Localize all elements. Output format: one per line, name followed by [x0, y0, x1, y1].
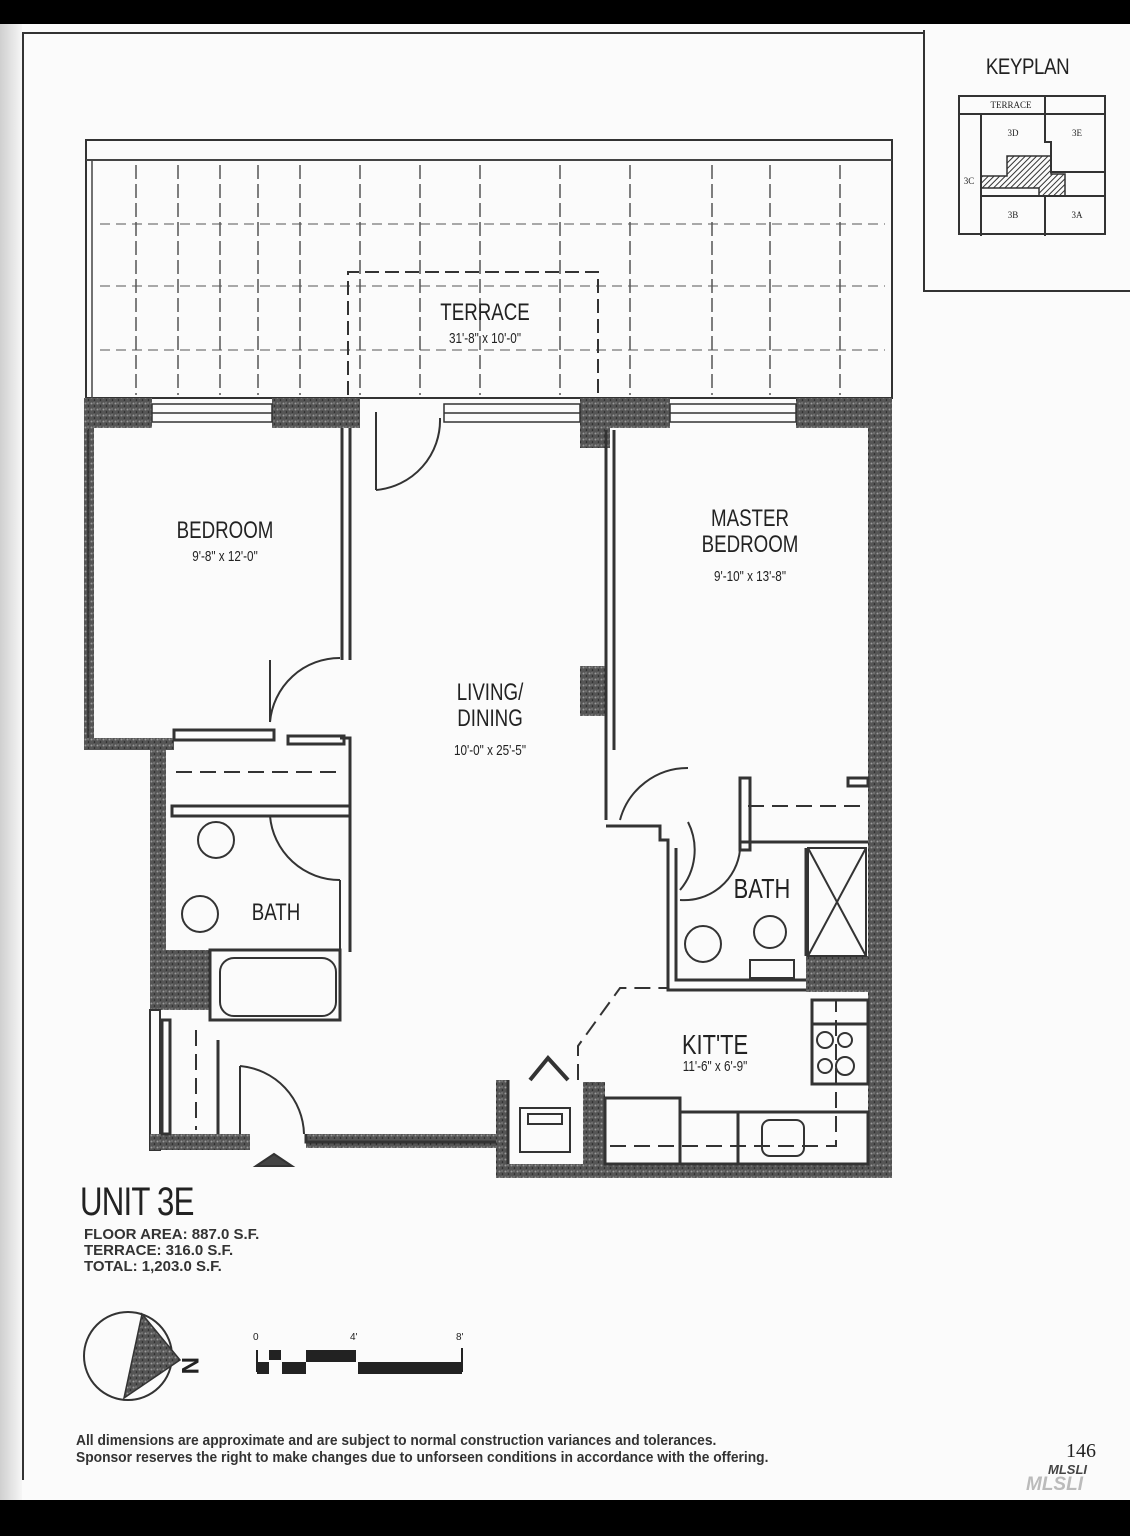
page-frame — [22, 32, 1130, 1480]
kitchen-sink-icon — [761, 1119, 805, 1157]
compass-label: N — [176, 1357, 203, 1374]
interior-walls — [160, 428, 870, 1166]
scale-tick-8: 8' — [456, 1332, 464, 1343]
room-dimensions: 9'-8" x 12'-0" — [192, 548, 258, 565]
keyplan-3b-label: 3B — [1008, 210, 1019, 220]
room-name: TERRACE — [440, 299, 530, 326]
room-dimensions: 31'-8" x 10'-0" — [449, 330, 521, 347]
room-name-line2: DINING — [457, 705, 523, 732]
terrace-label: TERRACE 31'-8" x 10'-0" — [419, 300, 552, 348]
keyplan-box: KEYPLAN TERRACE 3D 3E 3C 3B 3A — [923, 30, 1130, 292]
doors — [239, 412, 741, 1135]
terrace-area-value: TERRACE: 316.0 S.F. — [84, 1242, 234, 1259]
watermark-large: MLSLI — [1026, 1474, 1083, 1495]
master-bedroom-label: MASTER BEDROOM 9'-10" x 13'-8" — [688, 506, 813, 586]
toilet-icon — [197, 821, 235, 859]
washer-icon — [519, 1107, 571, 1153]
bottom-black-bar — [0, 1500, 1130, 1536]
room-dimensions: 11'-6" x 6'-9" — [682, 1058, 748, 1075]
disclaimer-line-2: Sponsor reserves the right to make chang… — [76, 1449, 769, 1466]
floor-area: FLOOR AREA: 887.0 S.F. — [84, 1226, 260, 1243]
scale-tick-0: 0 — [253, 1332, 259, 1343]
living-dining-label: LIVING/ DINING 10'-0" x 25'-5" — [428, 680, 553, 760]
page-number: 146 — [1066, 1440, 1096, 1462]
dashed-lines — [176, 771, 866, 1147]
keyplan-terrace-label: TERRACE — [990, 100, 1032, 110]
top-black-bar — [0, 0, 1130, 24]
fixtures — [181, 821, 867, 1167]
room-name: KIT'TE — [681, 1029, 749, 1060]
keyplan-3c-label: 3C — [964, 176, 975, 186]
scale-bar — [256, 1348, 463, 1374]
keyplan-title: KEYPLAN — [985, 54, 1070, 79]
room-dimensions: 10'-0" x 25'-5" — [454, 742, 526, 759]
keyplan-3a-label: 3A — [1072, 210, 1084, 220]
shower-icon — [807, 847, 867, 957]
stove-burner-icon — [816, 1031, 834, 1049]
windows — [87, 403, 797, 738]
unit-title: UNIT 3E — [80, 1180, 194, 1224]
room-name: BATH — [733, 873, 791, 904]
disclaimer: All dimensions are approximate and are s… — [76, 1432, 768, 1466]
disclaimer-line-1: All dimensions are approximate and are s… — [76, 1432, 717, 1449]
bath-right-label: BATH — [731, 873, 793, 904]
watermark-small: MLSLI — [1048, 1462, 1087, 1477]
exterior-walls — [84, 398, 892, 1178]
keyplan-diagram: TERRACE 3D 3E 3C 3B 3A — [958, 95, 1106, 236]
room-name-line1: LIVING/ — [456, 679, 524, 706]
north-compass-icon: N — [83, 1311, 203, 1401]
room-name: BATH — [251, 899, 301, 926]
bedroom-label: BEDROOM 9'-8" x 12'-0" — [167, 518, 284, 566]
terrace-area — [85, 139, 893, 399]
keyplan-3e-label: 3E — [1072, 128, 1083, 138]
kitchenette-label: KIT'TE 11'-6" x 6'-9" — [664, 1029, 765, 1076]
bath-left-label: BATH — [245, 900, 307, 926]
bathtub-icon — [219, 957, 337, 1017]
unit-areas: FLOOR AREA: 887.0 S.F. TERRACE: 316.0 S.… — [84, 1227, 259, 1275]
room-dimensions: 9'-10" x 13'-8" — [714, 568, 786, 585]
total-area: TOTAL: 1,203.0 S.F. — [84, 1258, 222, 1275]
entry-arrow-icon — [252, 1152, 296, 1167]
room-name-line2: BEDROOM — [701, 531, 799, 558]
keyplan-3d-label: 3D — [1008, 128, 1020, 138]
room-name: BEDROOM — [176, 517, 274, 544]
scale-tick-4: 4' — [350, 1332, 358, 1343]
room-name-line1: MASTER — [710, 505, 789, 532]
sink-icon — [181, 895, 219, 933]
